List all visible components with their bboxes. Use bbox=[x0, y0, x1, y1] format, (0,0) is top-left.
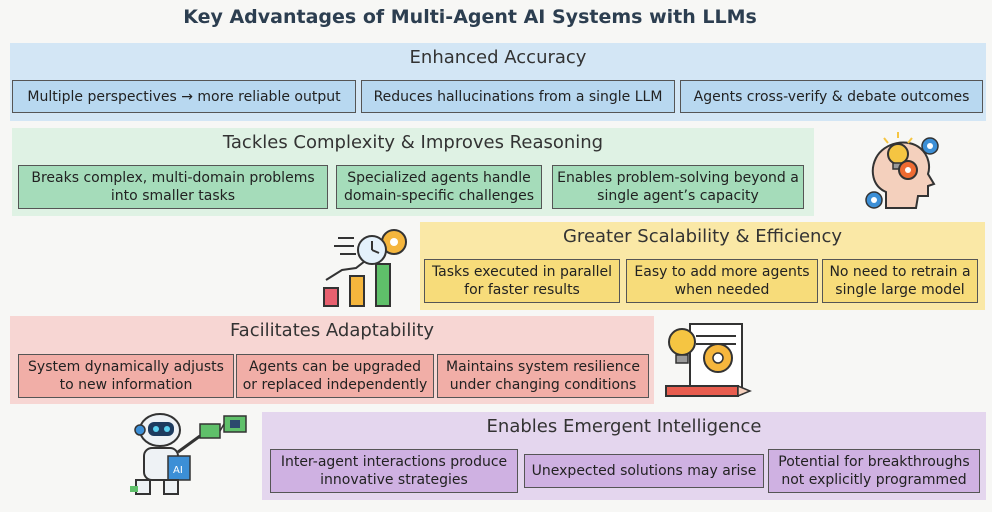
head-lightbulb-gears-icon bbox=[865, 132, 939, 209]
advantage-box: Specialized agents handle domain-specifi… bbox=[336, 165, 542, 209]
advantage-box: Inter-agent interactions produce innovat… bbox=[270, 449, 518, 493]
robot-ai-icon: AI bbox=[130, 413, 247, 495]
ai-chip-label: AI bbox=[173, 465, 183, 476]
panel-adaptability: Facilitates Adaptability System dynamica… bbox=[10, 316, 654, 404]
bar-chart-stopwatch-icon bbox=[323, 229, 407, 307]
advantage-box: Potential for breakthroughs not explicit… bbox=[768, 449, 980, 493]
advantage-box: Unexpected solutions may arise bbox=[524, 454, 764, 488]
panel-title: Enables Emergent Intelligence bbox=[486, 416, 762, 437]
advantage-box: Enables problem-solving beyond a single … bbox=[552, 165, 804, 209]
advantage-box: Multiple perspectives → more reliable ou… bbox=[12, 80, 356, 113]
advantage-box: Maintains system resilience under changi… bbox=[437, 354, 649, 398]
advantage-box: Agents can be upgraded or replaced indep… bbox=[236, 354, 434, 398]
panel-scalability: Greater Scalability & Efficiency Tasks e… bbox=[420, 222, 985, 310]
panel-title: Enhanced Accuracy bbox=[409, 47, 587, 68]
document-lightbulb-gear-icon bbox=[665, 323, 752, 398]
page-title: Key Advantages of Multi-Agent AI Systems… bbox=[183, 6, 757, 28]
panel-title: Greater Scalability & Efficiency bbox=[562, 226, 843, 247]
panel-tackles-complexity: Tackles Complexity & Improves Reasoning … bbox=[12, 128, 814, 216]
panel-emergent-intelligence: Enables Emergent Intelligence Inter-agen… bbox=[262, 412, 986, 500]
advantage-box: Easy to add more agents when needed bbox=[626, 259, 818, 303]
panel-enhanced-accuracy: Enhanced Accuracy Multiple perspectives … bbox=[10, 43, 986, 121]
advantage-box: Tasks executed in parallel for faster re… bbox=[424, 259, 620, 303]
advantage-box: Agents cross-verify & debate outcomes bbox=[680, 80, 983, 113]
advantage-box: No need to retrain a single large model bbox=[822, 259, 978, 303]
advantage-box: Reduces hallucinations from a single LLM bbox=[361, 80, 675, 113]
panel-title: Tackles Complexity & Improves Reasoning bbox=[222, 132, 604, 153]
panel-title: Facilitates Adaptability bbox=[229, 320, 435, 341]
advantage-box: Breaks complex, multi-domain problems in… bbox=[18, 165, 328, 209]
advantage-box: System dynamically adjusts to new inform… bbox=[18, 354, 234, 398]
